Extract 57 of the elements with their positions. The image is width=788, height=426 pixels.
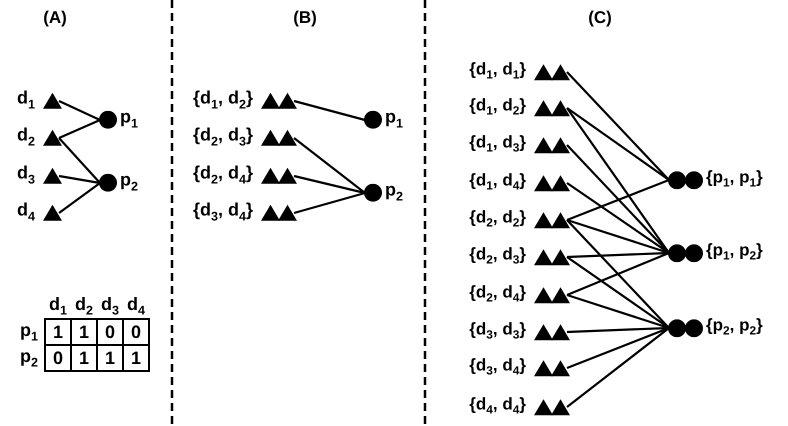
node-label: {p$_{2}$, p$_{2}$} [706,315,763,340]
node-label: {d$_{2}$, d$_{4}$} [192,162,253,188]
panel-title: (B) [293,8,317,28]
node-label: {d$_{1}$, d$_{1}$} [469,59,526,84]
node-label: {d$_{2}$, d$_{4}$} [469,282,526,307]
table-cell: 0 [97,319,124,345]
node-label: d$_{4}$ [16,200,35,226]
connector-line [58,100,100,121]
node-label: p$_{1}$ [120,106,138,132]
node-label: {d$_{2}$, d$_{3}$} [192,124,253,150]
connector-line [58,182,101,214]
table-cell: 0 [123,319,150,345]
node-label: d$_{3}$ [16,162,35,188]
connector-line [566,327,670,408]
connector-line [293,137,366,194]
node-label: d$_{2}$ [16,124,35,150]
table-cell: 1 [71,319,98,345]
connector-line [58,137,101,184]
column-header: d$_{3}$ [101,294,120,314]
connector-line [58,174,100,184]
node-label: {d$_{4}$, d$_{4}$} [469,394,526,419]
node-label: {d$_{3}$, d$_{3}$} [469,319,526,344]
node-label: {d$_{1}$, d$_{2}$} [469,95,526,120]
connector-line [58,119,100,139]
node-label: {d$_{1}$, d$_{2}$} [192,88,253,114]
connector-line [294,192,366,214]
node-label: {d$_{3}$, d$_{4}$} [469,355,526,380]
node-label: {p$_{1}$, p$_{2}$} [706,240,763,265]
node-label: {d$_{3}$, d$_{4}$} [192,200,253,226]
column-header: d$_{1}$ [49,294,68,314]
table-cell: 1 [71,345,98,371]
node-label: p$_{2}$ [120,170,138,196]
row-header: p$_{1}$ [20,320,38,340]
panel-title: (C) [588,8,612,28]
node-label: d$_{1}$ [16,88,35,114]
table-cell: 0 [45,345,72,371]
node-label: p$_{2}$ [385,180,404,206]
table-cell: 1 [97,345,124,371]
node-label: {d$_{1}$, d$_{4}$} [469,170,526,195]
connector-line [566,219,670,329]
panel-title: (A) [43,8,67,28]
node-label: {d$_{2}$, d$_{3}$} [469,244,526,269]
connector-line [566,71,670,181]
node-label: {p$_{1}$, p$_{1}$} [706,167,763,192]
node-label: {d$_{2}$, d$_{2}$} [469,207,526,232]
table-cell: 1 [123,345,150,371]
column-header: d$_{4}$ [127,294,146,314]
node-label: p$_{1}$ [385,106,404,132]
column-header: d$_{2}$ [75,294,94,314]
connector-line [566,107,670,181]
connector-line [566,178,670,222]
connector-line [294,100,366,122]
node-label: {d$_{1}$, d$_{3}$} [469,132,526,157]
table-cell: 1 [45,319,72,345]
connector-line [566,252,670,296]
connector-line [294,174,366,194]
row-header: p$_{2}$ [20,346,38,366]
